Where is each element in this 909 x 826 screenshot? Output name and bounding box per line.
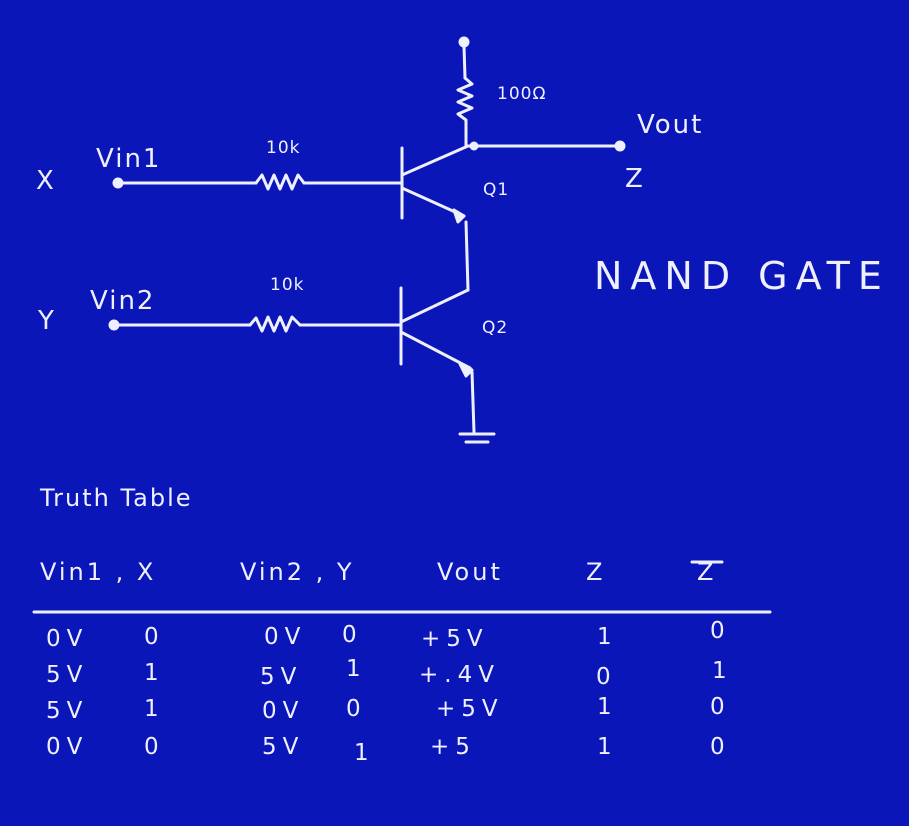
- cell-vin1: 0V: [46, 626, 89, 652]
- input-y-label: Y: [38, 306, 56, 336]
- resistor-100-ohm-label: 100Ω: [497, 84, 547, 104]
- cell-vout: +.4V: [419, 662, 500, 688]
- cell-z-bar: 1: [712, 658, 733, 684]
- cell-z-bar: 0: [710, 618, 731, 644]
- cell-vin2: 5V: [260, 664, 303, 690]
- header-vin2: Vin2 , Y: [240, 558, 355, 586]
- cell-vout: +5V: [421, 626, 489, 652]
- input-x-label: X: [36, 166, 56, 196]
- cell-x: 1: [144, 660, 165, 686]
- cell-z: 0: [596, 664, 617, 690]
- q1-collector: [400, 144, 470, 177]
- cell-vin2: 0V: [264, 624, 307, 650]
- output-z-label: Z: [625, 164, 645, 194]
- vout-label: Vout: [637, 110, 704, 140]
- cell-z: 1: [597, 624, 618, 650]
- q2-collector: [399, 288, 470, 324]
- cell-y: 0: [346, 696, 367, 722]
- cell-y: 1: [346, 656, 367, 682]
- cell-vin2: 5V: [262, 734, 305, 760]
- vin2-label: Vin2: [90, 286, 156, 316]
- resistor-10k-1: [254, 173, 306, 191]
- truth-table-caption: Truth Table: [40, 484, 193, 512]
- resistor-100-ohm: [456, 76, 474, 148]
- cell-x: 0: [144, 624, 165, 650]
- diagram-title: NAND GATE: [594, 254, 890, 298]
- q2-label: Q2: [482, 318, 509, 338]
- resistor-2-label: 10k: [270, 275, 305, 295]
- cell-vout: +5V: [436, 696, 504, 722]
- header-vout: Vout: [437, 558, 503, 586]
- header-z-bar: Z: [697, 558, 717, 586]
- cell-vin1: 0V: [46, 734, 89, 760]
- cell-vout: +5: [430, 734, 476, 760]
- resistor-10k-2: [248, 315, 302, 333]
- q2-emitter: [399, 330, 472, 370]
- cell-vin1: 5V: [46, 698, 89, 724]
- q1-label: Q1: [483, 180, 510, 200]
- cell-z: 1: [597, 734, 618, 760]
- cell-z-bar: 0: [710, 734, 731, 760]
- cell-vin2: 0V: [262, 698, 305, 724]
- output-node: [614, 140, 626, 152]
- vin1-label: Vin1: [96, 144, 162, 174]
- cell-z-bar: 0: [710, 694, 731, 720]
- cell-y: 0: [342, 622, 363, 648]
- cell-x: 0: [144, 734, 165, 760]
- header-z: Z: [586, 558, 606, 586]
- cell-y: 1: [354, 740, 375, 766]
- cell-vin1: 5V: [46, 662, 89, 688]
- cell-z: 1: [597, 694, 618, 720]
- resistor-1-label: 10k: [266, 138, 301, 158]
- header-vin1: Vin1 , X: [40, 558, 157, 586]
- cell-x: 1: [144, 696, 165, 722]
